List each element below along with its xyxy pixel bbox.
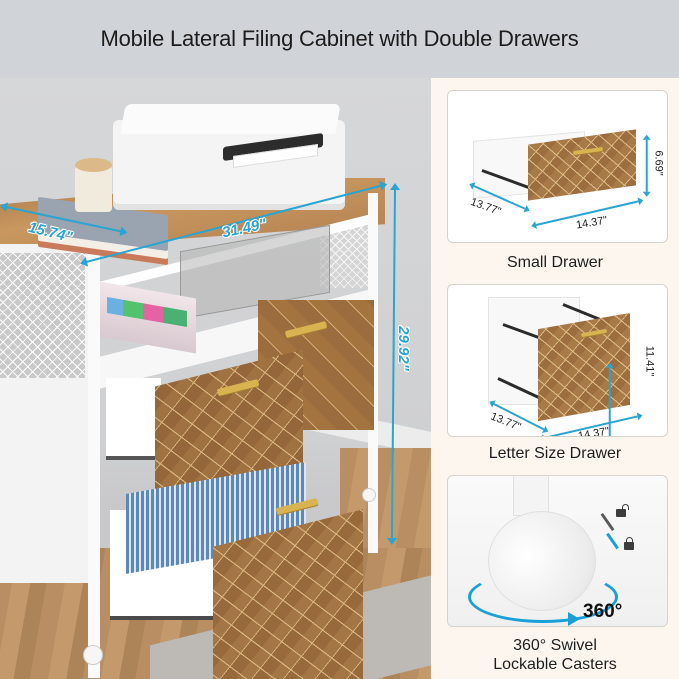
side-mesh-panel bbox=[0, 253, 85, 378]
printer bbox=[113, 104, 345, 220]
page-title: Mobile Lateral Filing Cabinet with Doubl… bbox=[100, 26, 579, 51]
lock-arrow-icon bbox=[606, 532, 619, 550]
unlock-arrow-icon bbox=[600, 512, 615, 532]
small-drawer-height: 6.69" bbox=[652, 150, 665, 176]
jar-lid bbox=[75, 158, 112, 172]
rotation-arrow-icon bbox=[568, 612, 587, 626]
hero-product-image: 15.74" 31.49" 29.92" bbox=[0, 78, 431, 679]
caster-wheel bbox=[488, 511, 596, 611]
height-label: 29.92" bbox=[394, 326, 412, 371]
small-drawer-caption: Small Drawer bbox=[506, 254, 603, 271]
caster-card: 360° bbox=[447, 475, 668, 627]
letter-drawer-caption: Letter Size Drawer bbox=[488, 445, 622, 462]
small-drawer-width: 14.37" bbox=[575, 214, 609, 232]
printer-lid bbox=[120, 104, 341, 134]
caster-wheel-back bbox=[362, 488, 376, 502]
letter-drawer-height-line bbox=[609, 367, 611, 436]
caster-wheel-front bbox=[83, 645, 103, 665]
small-drawer-depth: 13.77" bbox=[468, 195, 503, 219]
frame-post-left bbox=[88, 248, 100, 678]
caster-caption-line2: Lockable Casters bbox=[493, 656, 617, 673]
small-drawer-card: 13.77" 14.37" 6.69" bbox=[447, 90, 668, 243]
rotation-ring bbox=[468, 571, 618, 623]
small-drawer-height-line bbox=[646, 139, 648, 192]
letter-drawer-card: 13.77" 14.37" 11.41" bbox=[447, 284, 668, 437]
small-drawer-side bbox=[106, 378, 161, 460]
letter-drawer-front-thumb bbox=[538, 312, 630, 422]
header-banner: Mobile Lateral Filing Cabinet with Doubl… bbox=[0, 0, 679, 78]
letter-drawer-height: 11.41" bbox=[643, 345, 656, 377]
caster-post bbox=[513, 476, 549, 516]
lock-closed-icon bbox=[624, 537, 634, 550]
rotation-label: 360° bbox=[583, 601, 623, 622]
lock-open-icon bbox=[616, 504, 629, 517]
candle-jar bbox=[75, 158, 112, 212]
caster-caption-line1: 360° Swivel bbox=[513, 637, 597, 654]
